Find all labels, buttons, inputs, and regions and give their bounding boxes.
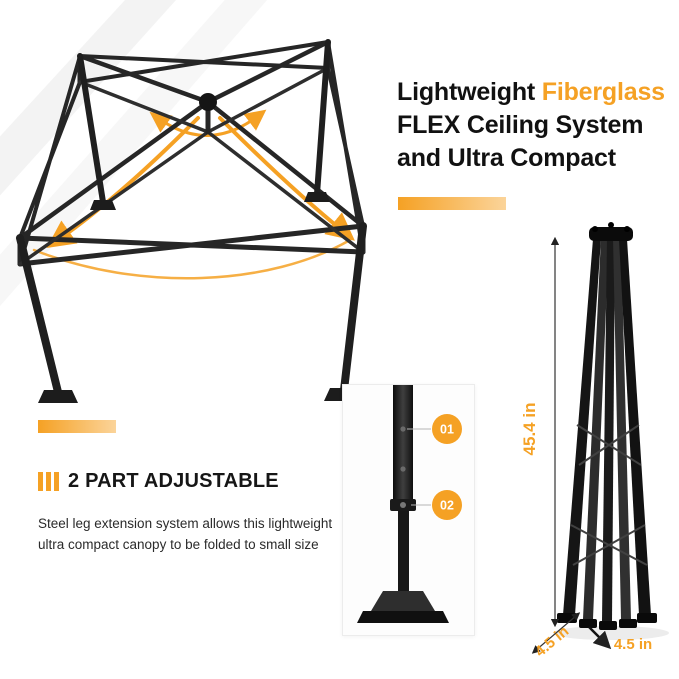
depth-dimension-label: 4.5 in [532,623,572,661]
feature-description-line-1: Steel leg extension system allows this l… [38,516,333,531]
back-left-leg [77,53,106,205]
callout-2-label: 02 [440,499,454,513]
headline-accent-bar [398,197,506,210]
top-connector-2 [608,222,614,228]
top-connector-1 [592,226,598,232]
bundle-foot-2 [579,619,597,628]
adjustment-hole-1 [400,426,406,432]
back-right-foot [304,192,330,202]
folded-canopy-illustration: 45.4 in 4.5 in 4.5 in [520,222,669,661]
folded-pole-bundle [557,222,657,630]
headline-line-3: and Ultra Compact [397,144,616,172]
bundle-foot-3 [599,621,617,630]
headline-line-1: Lightweight Fiberglass [397,76,665,109]
flex-motion-arrows [32,109,355,280]
bundle-foot-4 [619,619,637,628]
bars-icon [38,472,59,491]
upper-leg-tube [393,385,413,505]
bundle-top-cluster [589,227,633,241]
lower-leg-extension [398,511,409,591]
back-left-foot [90,200,116,210]
front-scissor-beams [17,223,366,267]
front-right-leg [340,222,367,394]
bundle-pole-3 [602,237,615,621]
adjustment-hole-2 [400,466,406,472]
depth-dimension-line [531,612,581,654]
back-scissor-beams [78,40,330,84]
foot-bevel [371,591,435,611]
frame-feet [38,192,364,403]
feature-description: Steel leg extension system allows this l… [38,513,332,555]
bundle-brace-4 [572,524,646,566]
center-hub [199,93,217,111]
top-connector-3 [624,226,630,232]
width-dimension-label: 4.5 in [614,636,652,653]
upper-diagonal-beams [17,39,366,241]
width-direction-arrow [588,626,612,650]
leg-detail-card: 01 02 [342,384,475,636]
flex-arrow-right [218,116,355,241]
headline-line-2: FLEX Ceiling System [397,111,644,139]
right-scissor-beams [326,40,365,254]
canopy-frame-illustration [16,39,367,403]
headline-line1-prefix: Lightweight [397,78,542,106]
flex-arc-center [149,109,267,137]
feature-description-line-2: ultra compact canopy to be folded to sma… [38,537,319,552]
bundle-pole-2 [583,237,609,619]
leg-detail-illustration: 01 02 [357,385,462,623]
joint-pin [400,502,406,508]
feature-title-row: 2 PART ADJUSTABLE [38,470,279,493]
front-left-foot [38,390,78,403]
back-right-leg [314,39,331,197]
bundle-brace-2 [578,424,640,466]
foot-plate [357,611,449,623]
callout-1-label: 01 [440,423,454,437]
feature-title: 2 PART ADJUSTABLE [68,470,279,492]
feature-accent-bar [38,420,116,433]
callout-2-badge [432,490,462,520]
lower-diagonal-beams [18,66,365,266]
headline-line1-highlight: Fiberglass [541,78,665,106]
bundle-pole-4 [613,237,631,619]
bundle-foot-5 [637,613,657,623]
headline: Lightweight Fiberglass FLEX Ceiling Syst… [397,76,665,175]
height-dimension-label: 45.4 in [520,403,539,456]
front-sag-curve [32,238,352,280]
front-left-leg [16,234,62,396]
callout-1-badge [432,414,462,444]
frame-legs [16,39,367,396]
